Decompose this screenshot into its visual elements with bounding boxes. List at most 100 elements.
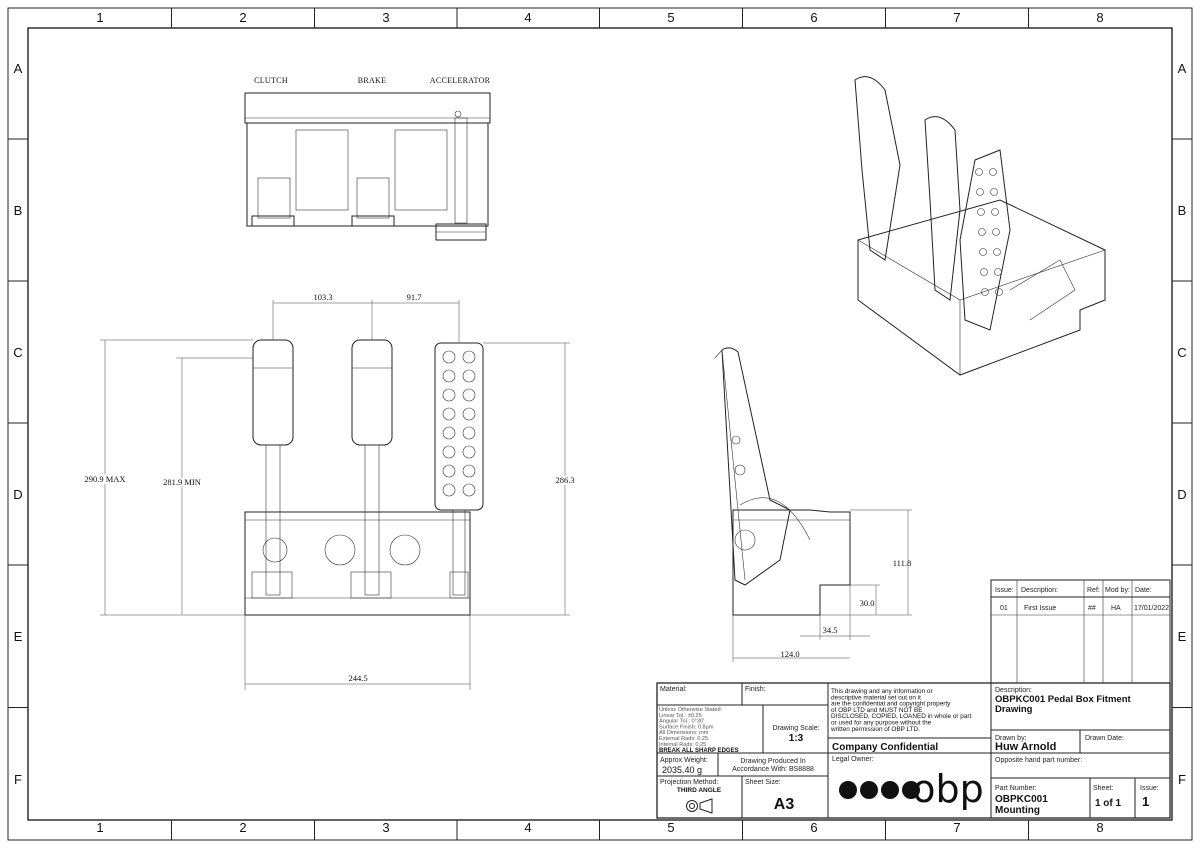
zone-column-6: 6 <box>810 820 817 835</box>
zone-row-C: C <box>1177 345 1186 360</box>
top-view: CLUTCH BRAKE ACCELERATOR <box>244 76 491 241</box>
drawn-by-label: Drawn by: <box>995 735 1027 742</box>
zone-column-2: 2 <box>239 820 246 835</box>
zone-column-5: 5 <box>667 10 674 25</box>
sheet-value: 1 of 1 <box>1095 798 1122 809</box>
dim-side-depth: 124.0 <box>780 649 799 659</box>
zone-row-E: E <box>14 629 23 644</box>
zone-row-A: A <box>1178 61 1187 76</box>
dim-overall-width: 244.5 <box>348 673 367 683</box>
confidential-line: or used for any purpose without the <box>831 720 932 727</box>
tolerance-notes: Unless Otherwise Stated:Linear Tol.: ±0.… <box>659 707 723 748</box>
dim-accel-height: 286.3 <box>555 475 574 485</box>
material-label: Material: <box>660 686 687 693</box>
weight-label: Approx Weight: <box>660 757 708 764</box>
dim-height-max: 290.9 MAX <box>84 474 125 484</box>
sheet-label: Sheet: <box>1093 785 1113 792</box>
zone-row-E: E <box>1178 629 1187 644</box>
zone-row-C: C <box>13 345 22 360</box>
confidential-line: This drawing and any information or <box>831 688 933 695</box>
finish-label: Finish: <box>745 686 766 693</box>
logo-text: obp <box>912 767 984 811</box>
tolerance-line: Surface Finish: 0.8μm <box>659 724 714 730</box>
dim-step-height: 30.0 <box>860 598 875 608</box>
dim-brake-accel: 91.7 <box>407 292 422 302</box>
label-accelerator: ACCELERATOR <box>430 76 491 85</box>
projection-label: Projection Method: <box>660 779 718 786</box>
front-dimensions: 103.3 91.7 290.9 MAX 281.9 MIN 286.3 244… <box>82 292 577 690</box>
rev-header-mod-by: Mod by: <box>1105 587 1130 594</box>
sheet-size-value: A3 <box>774 796 795 813</box>
zone-row-D: D <box>1177 487 1186 502</box>
front-view <box>244 339 484 616</box>
confidential-line: DISCLOSED, COPIED, LOANED in whole or pa… <box>831 713 972 720</box>
zone-row-F: F <box>14 772 22 787</box>
opposite-hand-label: Opposite hand part number: <box>995 757 1082 764</box>
rev-header-date: Date: <box>1135 587 1152 594</box>
tolerance-line: Angular Tol.: 0°30' <box>659 719 704 725</box>
outer-border <box>7 7 1193 841</box>
weight-value: 2035.40 g <box>662 765 702 775</box>
description-line1: OBPKC001 Pedal Box Fitment <box>995 694 1132 705</box>
title-block: Material: Finish: Unless Otherwise State… <box>656 682 1171 819</box>
tolerance-line: Linear Tol.: ±0.25 <box>659 713 702 719</box>
description-label: Description: <box>995 687 1032 694</box>
zone-column-4: 4 <box>524 820 531 835</box>
zone-column-8: 8 <box>1096 820 1103 835</box>
zone-column-6: 6 <box>810 10 817 25</box>
confidential-line: are the confidential and copyright prope… <box>831 701 951 708</box>
tolerance-line: Internal Rads: 0.25 <box>659 742 706 748</box>
confidentiality-notice: This drawing and any information ordescr… <box>830 688 972 733</box>
rev-cell-ref: ## <box>1088 605 1096 612</box>
break-edges-note: BREAK ALL SHARP EDGES <box>659 748 739 754</box>
zone-row-B: B <box>1178 203 1187 218</box>
projection-value: THIRD ANGLE <box>677 787 722 794</box>
rev-cell-mod-by: HA <box>1111 605 1121 612</box>
rev-cell-issue: 01 <box>1000 605 1008 612</box>
rev-cell-description: First Issue <box>1024 605 1056 612</box>
zone-column-3: 3 <box>382 820 389 835</box>
obp-logo: obp <box>839 767 984 811</box>
dim-clutch-brake: 103.3 <box>313 292 332 302</box>
zone-column-7: 7 <box>953 820 960 835</box>
part-number-label: Part Number: <box>995 785 1037 792</box>
tolerance-line: External Rads: 0.25 <box>659 736 708 742</box>
issue-value: 1 <box>1142 794 1149 809</box>
dim-height-min: 281.9 MIN <box>163 477 201 487</box>
sheet-size-label: Sheet Size: <box>745 779 781 786</box>
tolerance-line: All Dimensions: mm <box>659 730 709 736</box>
confidential-line: written permission of OBP LTD. <box>830 726 920 733</box>
part-number-line1: OBPKC001 <box>995 794 1048 805</box>
dim-step-depth: 34.5 <box>823 625 838 635</box>
standard-line2: Accordance With: BS8888 <box>732 766 814 773</box>
label-brake: BRAKE <box>358 76 387 85</box>
legal-owner-label: Legal Owner: <box>832 756 874 763</box>
third-angle-projection-icon <box>686 798 713 814</box>
confidential-line: descriptive material set out on it <box>831 694 921 701</box>
zone-row-B: B <box>14 203 23 218</box>
zone-column-1: 1 <box>96 10 103 25</box>
dim-side-height: 111.8 <box>893 558 912 568</box>
description-line2: Drawing <box>995 704 1033 715</box>
zone-column-8: 8 <box>1096 10 1103 25</box>
zone-column-5: 5 <box>667 820 674 835</box>
scale-label: Drawing Scale: <box>772 725 819 732</box>
tolerance-line: Unless Otherwise Stated: <box>659 707 723 713</box>
rev-header-description: Description: <box>1021 587 1058 594</box>
isometric-view <box>854 76 1106 376</box>
company-confidential: Company Confidential <box>832 742 938 753</box>
revision-table: Issue: Description: Ref: Mod by: Date: 0… <box>990 579 1171 684</box>
zone-row-D: D <box>13 487 22 502</box>
part-number-line2: Mounting <box>995 805 1040 816</box>
zone-column-2: 2 <box>239 10 246 25</box>
zone-column-7: 7 <box>953 10 960 25</box>
zone-row-A: A <box>14 61 23 76</box>
zone-column-3: 3 <box>382 10 389 25</box>
drawn-date-label: Drawn Date: <box>1085 735 1124 742</box>
zone-column-1: 1 <box>96 820 103 835</box>
rev-cell-date: 17/01/2022 <box>1134 605 1169 612</box>
drawn-by-value: Huw Arnold <box>995 741 1056 753</box>
zone-row-F: F <box>1178 772 1186 787</box>
